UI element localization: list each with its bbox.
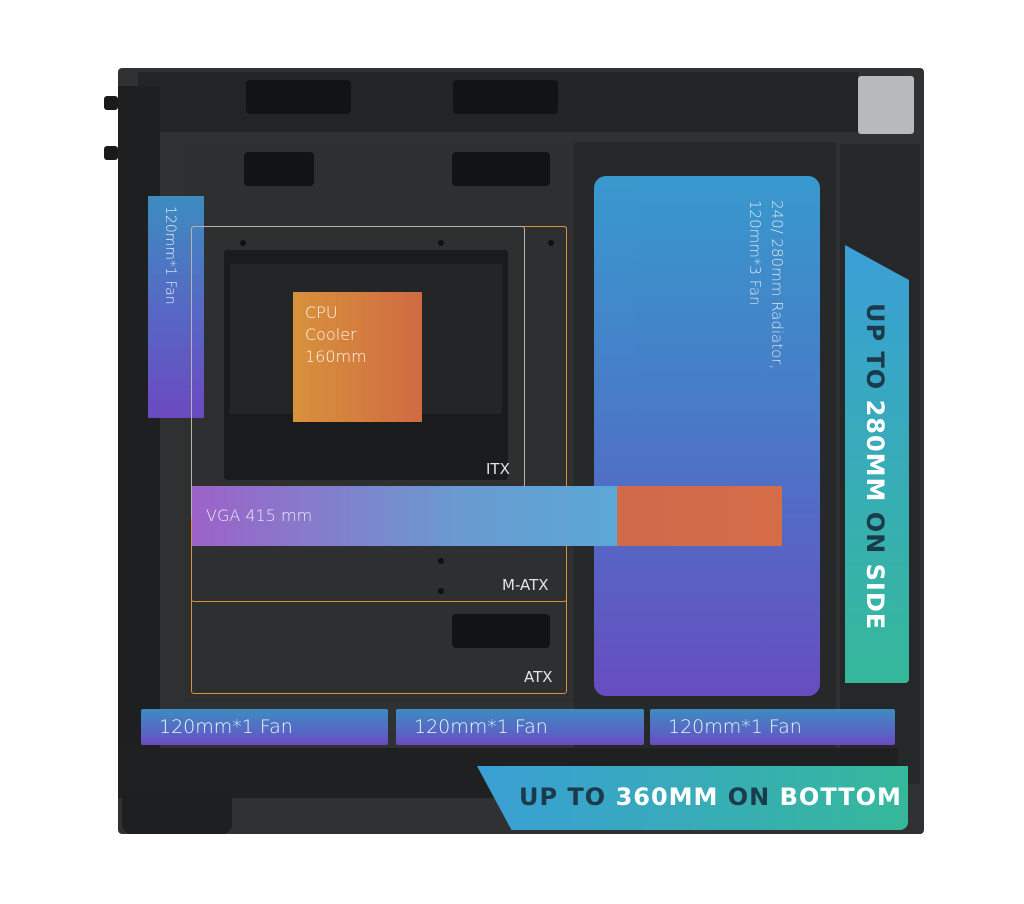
cpu-cooler-line: CPU [305,302,367,324]
side-banner-part: ON [861,512,889,564]
side-banner-text: UP TO 280MM ON SIDE [861,303,889,630]
radiator-line: 120mm*3 Fan [744,200,766,369]
bottom-fan-1: 120mm*1 Fan [141,709,388,745]
bottom-banner-part: ON [728,783,780,811]
vga-label: VGA 415 mm [206,506,312,525]
bottom-banner-text: UP TO 360MM ON BOTTOM [519,783,902,811]
bottom-banner: UP TO 360MM ON BOTTOM [477,766,908,830]
left-screw [104,146,118,160]
itx-label: ITX [486,460,510,478]
radiator-label: 240/ 280mm Radiator, 120mm*3 Fan [744,200,788,369]
top-right-bracket [858,76,914,134]
side-radiator-overlay: 240/ 280mm Radiator, 120mm*3 Fan [594,176,820,696]
vga-bar: VGA 415 mm [192,486,782,546]
left-screw [104,96,118,110]
side-banner: UP TO 280MM ON SIDE [845,245,909,683]
bottom-fan-2: 120mm*1 Fan [396,709,644,745]
side-banner-part: UP TO [861,303,889,400]
radiator-line: 240/ 280mm Radiator, [766,200,788,369]
cpu-cooler-label: CPU Cooler 160mm [305,302,367,368]
side-banner-part: SIDE [861,564,889,631]
tray-slot [452,152,550,186]
cpu-cooler-overlay: CPU Cooler 160mm [293,292,422,422]
tray-slot [244,152,314,186]
bottom-banner-part: 360MM [616,783,728,811]
bottom-fan-3: 120mm*1 Fan [650,709,895,745]
case-foot-left [122,794,232,834]
side-banner-part: 280MM [861,400,889,512]
bottom-banner-part: UP TO [519,783,616,811]
top-vent-slot [453,80,558,114]
atx-label: ATX [524,668,553,686]
case-left-rail [118,86,160,786]
top-fan-label: 120mm*1 Fan [162,206,178,305]
cpu-cooler-line: Cooler [305,324,367,346]
top-vent-slot [246,80,351,114]
bottom-banner-part: BOTTOM [780,783,902,811]
matx-label: M-ATX [502,576,549,594]
cpu-cooler-line: 160mm [305,346,367,368]
